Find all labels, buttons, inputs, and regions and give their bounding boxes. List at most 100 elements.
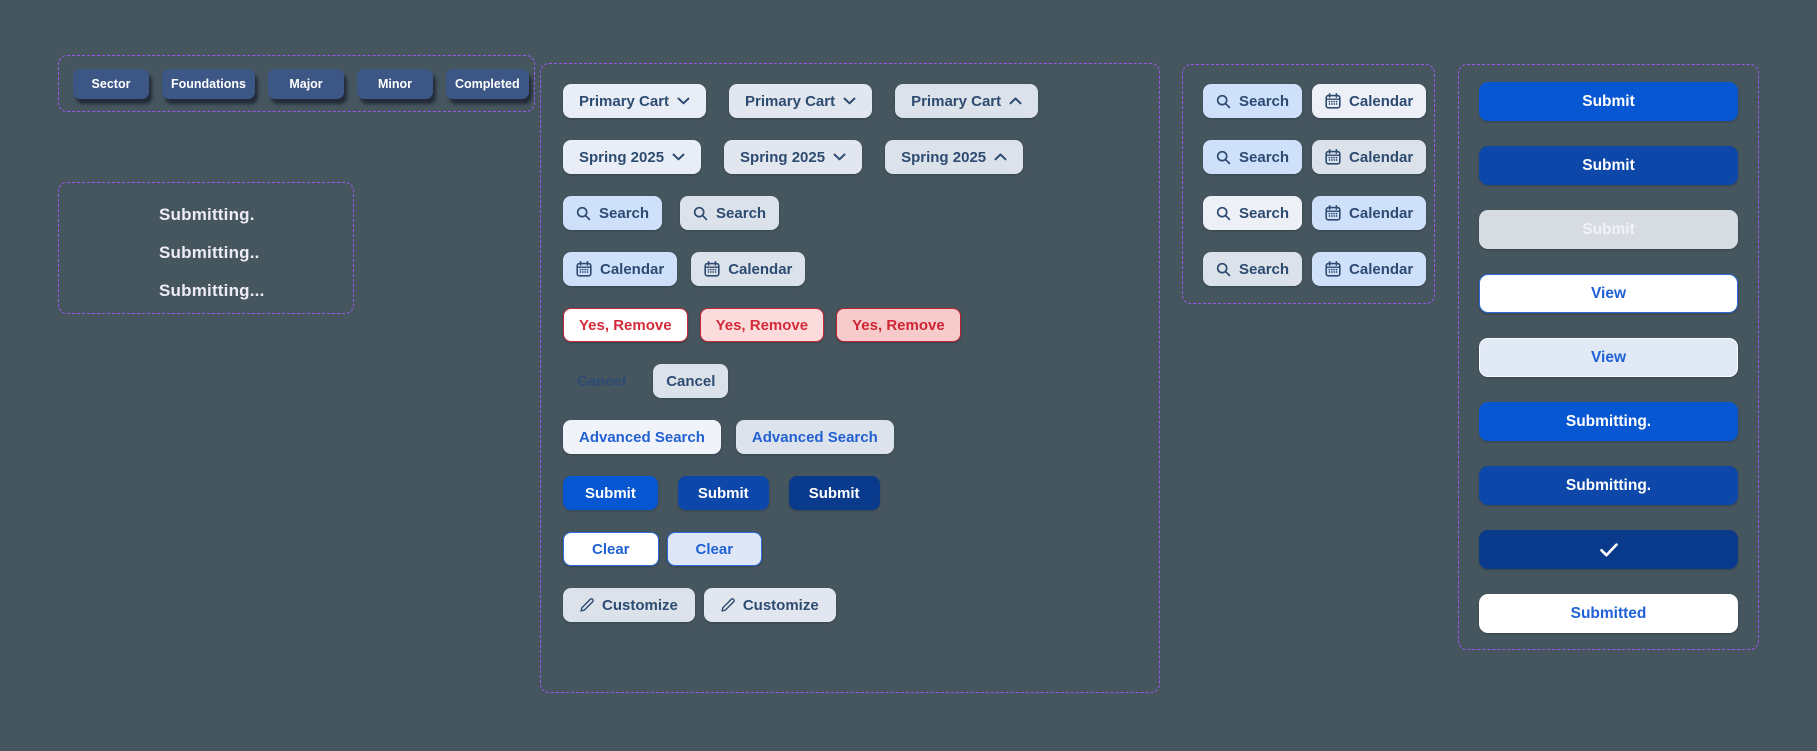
pencil-icon bbox=[721, 598, 735, 612]
advanced-search-button-hover[interactable]: Advanced Search bbox=[735, 420, 894, 454]
customize-label: Customize bbox=[742, 596, 819, 614]
calendar-label: Calendar bbox=[1349, 148, 1414, 166]
submit-button[interactable]: Submit bbox=[563, 476, 658, 510]
calendar-icon bbox=[1325, 261, 1341, 277]
customize-button[interactable]: Customize bbox=[563, 588, 695, 622]
search-icon bbox=[1216, 94, 1231, 108]
chevron-down-icon bbox=[672, 153, 685, 161]
submit-label: Submit bbox=[1582, 220, 1635, 238]
customize-row: Customize Customize bbox=[563, 588, 1159, 622]
calendar-button[interactable]: Calendar bbox=[1312, 84, 1427, 118]
pill-sector[interactable]: Sector bbox=[73, 68, 149, 99]
remove-confirm-label: Yes, Remove bbox=[579, 316, 672, 334]
remove-confirm-button-active[interactable]: Yes, Remove bbox=[836, 308, 961, 342]
chevron-down-icon bbox=[833, 153, 846, 161]
primary-cart-row: Primary Cart Primary Cart Primary Cart bbox=[563, 84, 1159, 118]
remove-confirm-label: Yes, Remove bbox=[852, 316, 945, 334]
clear-button-hover[interactable]: Clear bbox=[666, 532, 763, 566]
search-label: Search bbox=[716, 204, 767, 222]
term-dropdown-open[interactable]: Spring 2025 bbox=[885, 140, 1024, 174]
search-button-hover[interactable]: Search bbox=[680, 196, 780, 230]
calendar-button-hover[interactable]: Calendar bbox=[691, 252, 806, 286]
cancel-label: Cancel bbox=[666, 372, 716, 390]
submitted-button: Submitted bbox=[1479, 594, 1738, 633]
remove-confirm-button-hover[interactable]: Yes, Remove bbox=[699, 308, 825, 342]
search-button[interactable]: Search bbox=[1203, 140, 1303, 174]
pill-minor[interactable]: Minor bbox=[357, 68, 433, 99]
submit-button-hover[interactable]: Submit bbox=[677, 476, 769, 510]
term-label: Spring 2025 bbox=[740, 148, 826, 166]
search-icon bbox=[576, 206, 591, 220]
cancel-button[interactable]: Cancel bbox=[653, 364, 729, 398]
pill-foundations[interactable]: Foundations bbox=[162, 68, 255, 99]
submit-button-hover[interactable]: Submit bbox=[1479, 146, 1738, 185]
submitting-button: Submitting. bbox=[1479, 402, 1738, 441]
cancel-link[interactable]: Cancel bbox=[573, 364, 630, 398]
search-button[interactable]: Search bbox=[563, 196, 663, 230]
loading-text-1: Submitting. bbox=[159, 205, 255, 224]
search-button[interactable]: Search bbox=[1203, 84, 1303, 118]
search-icon bbox=[1216, 150, 1231, 164]
remove-row: Yes, Remove Yes, Remove Yes, Remove bbox=[563, 308, 1159, 342]
primary-cart-dropdown[interactable]: Primary Cart bbox=[563, 84, 707, 118]
primary-cart-dropdown-open[interactable]: Primary Cart bbox=[895, 84, 1039, 118]
loading-text-3: Submitting... bbox=[159, 281, 265, 300]
search-label: Search bbox=[1239, 92, 1290, 110]
calendar-button-hover[interactable]: Calendar bbox=[1312, 140, 1427, 174]
calendar-icon bbox=[1325, 205, 1341, 221]
view-button[interactable]: View bbox=[1479, 274, 1738, 313]
submit-label: Submit bbox=[585, 484, 636, 502]
calendar-button[interactable]: Calendar bbox=[1312, 196, 1427, 230]
clear-row: Clear Clear bbox=[563, 532, 1159, 566]
submitting-button-dark: Submitting. bbox=[1479, 466, 1738, 505]
search-icon bbox=[1216, 206, 1231, 220]
search-button-pressed[interactable]: Search bbox=[1203, 196, 1303, 230]
pair-row-4: Search Calendar bbox=[1203, 252, 1434, 286]
calendar-icon bbox=[576, 261, 592, 277]
advanced-search-row: Advanced Search Advanced Search bbox=[563, 420, 1159, 454]
submit-button-active[interactable]: Submit bbox=[788, 476, 880, 510]
clear-button[interactable]: Clear bbox=[563, 532, 659, 566]
cancel-row: Cancel Cancel bbox=[563, 364, 1159, 398]
search-label: Search bbox=[1239, 260, 1290, 278]
advanced-search-button[interactable]: Advanced Search bbox=[563, 420, 721, 454]
search-label: Search bbox=[599, 204, 650, 222]
stacked-buttons-panel: Submit Submit Submit View View Submittin… bbox=[1458, 64, 1759, 650]
remove-confirm-button[interactable]: Yes, Remove bbox=[563, 308, 688, 342]
view-label: View bbox=[1590, 284, 1627, 302]
submit-row: Submit Submit Submit bbox=[563, 476, 1159, 510]
primary-cart-dropdown-hover[interactable]: Primary Cart bbox=[729, 84, 873, 118]
view-label: View bbox=[1590, 348, 1627, 366]
calendar-label: Calendar bbox=[1349, 92, 1414, 110]
pill-completed[interactable]: Completed bbox=[446, 68, 529, 99]
term-label: Spring 2025 bbox=[579, 148, 665, 166]
pair-row-3: Search Calendar bbox=[1203, 196, 1434, 230]
submit-label: Submit bbox=[808, 484, 860, 502]
remove-confirm-label: Yes, Remove bbox=[715, 316, 809, 334]
advanced-search-label: Advanced Search bbox=[751, 428, 878, 446]
term-dropdown[interactable]: Spring 2025 bbox=[563, 140, 702, 174]
calendar-button[interactable]: Calendar bbox=[1312, 252, 1427, 286]
term-dropdown-hover[interactable]: Spring 2025 bbox=[724, 140, 863, 174]
search-row: Search Search bbox=[563, 196, 1159, 230]
search-icon bbox=[1216, 262, 1231, 276]
calendar-button[interactable]: Calendar bbox=[563, 252, 678, 286]
customize-button-hover[interactable]: Customize bbox=[703, 588, 836, 622]
primary-cart-label: Primary Cart bbox=[745, 92, 836, 110]
view-button-hover[interactable]: View bbox=[1479, 338, 1738, 377]
submitting-label: Submitting. bbox=[1565, 476, 1652, 494]
pill-major[interactable]: Major bbox=[268, 68, 344, 99]
submit-button[interactable]: Submit bbox=[1479, 82, 1738, 121]
submit-label: Submit bbox=[1582, 156, 1635, 174]
calendar-label: Calendar bbox=[1349, 204, 1414, 222]
success-check-button bbox=[1479, 530, 1738, 569]
term-row: Spring 2025 Spring 2025 Spring 2025 bbox=[563, 140, 1159, 174]
primary-cart-label: Primary Cart bbox=[579, 92, 670, 110]
search-label: Search bbox=[1239, 148, 1290, 166]
pair-row-1: Search Calendar bbox=[1203, 84, 1434, 118]
submit-label: Submit bbox=[1582, 92, 1635, 110]
term-label: Spring 2025 bbox=[901, 148, 987, 166]
chevron-down-icon bbox=[677, 97, 690, 105]
search-button-hover[interactable]: Search bbox=[1203, 252, 1303, 286]
pair-row-2: Search Calendar bbox=[1203, 140, 1434, 174]
